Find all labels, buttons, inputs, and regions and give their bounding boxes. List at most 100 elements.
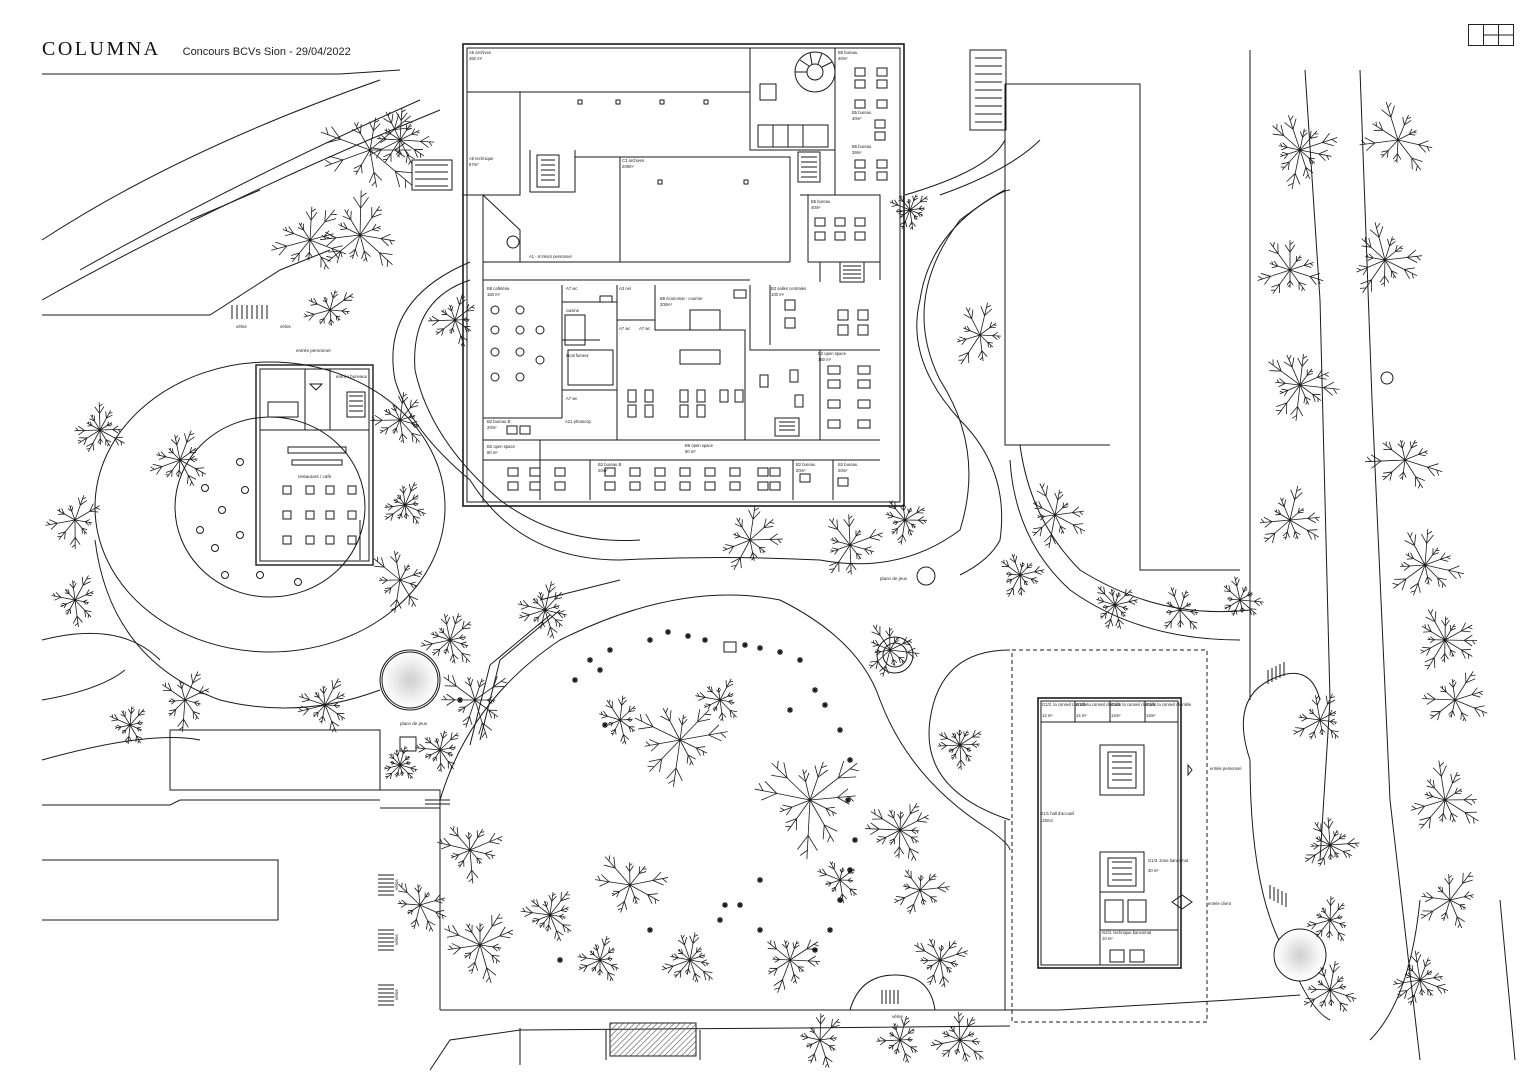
- tree-icon: [634, 707, 728, 787]
- room-b5c: B5 bureau: [852, 144, 872, 149]
- tree-icon: [368, 107, 435, 165]
- tree-icon: [754, 760, 859, 860]
- shrub-icon: [757, 927, 763, 933]
- desk: [507, 481, 519, 491]
- shrub-icon: [757, 645, 763, 651]
- landscape-paths: [41, 189, 1421, 1041]
- table: [325, 535, 335, 545]
- room-b2c: B2 open space: [487, 444, 516, 449]
- tree-icon: [161, 671, 210, 732]
- table: [515, 347, 525, 357]
- desk: [857, 324, 869, 336]
- svg-text:150 m²: 150 m²: [487, 292, 501, 297]
- tree-icon: [817, 861, 857, 904]
- restaurant-pavilion: [255, 364, 374, 566]
- tree-icon: [517, 581, 568, 639]
- tree-icon: [1293, 693, 1339, 740]
- client-building: [1011, 649, 1208, 1023]
- shrub-icon: [837, 897, 843, 903]
- desk: [654, 481, 666, 491]
- desk: [837, 309, 849, 321]
- shrub-icon: [847, 867, 853, 873]
- table: [535, 325, 545, 335]
- shrub-icon: [665, 629, 671, 635]
- svg-text:120m2: 120m2: [1040, 818, 1053, 823]
- desk: [679, 467, 691, 477]
- tree-icon: [894, 869, 950, 915]
- room-b3: B3 salles centrales: [771, 286, 806, 291]
- desk: [857, 309, 869, 321]
- svg-text:80 m²: 80 m²: [685, 449, 696, 454]
- shrub-icon: [597, 667, 603, 673]
- desk: [834, 217, 846, 227]
- shrub-icon: [457, 697, 463, 703]
- table: [535, 355, 545, 365]
- desk: [799, 473, 811, 483]
- room-a1: A1 - 6 trésor personnel: [529, 254, 572, 259]
- tree-icon: [320, 114, 413, 189]
- desk: [784, 317, 796, 329]
- desk: [876, 79, 888, 89]
- table: [196, 526, 204, 534]
- desk: [876, 171, 888, 181]
- tree-icon: [599, 695, 636, 745]
- table: [347, 485, 357, 495]
- shrub-icon: [812, 687, 818, 693]
- shrub-icon: [685, 633, 691, 639]
- tree-icon: [415, 730, 459, 773]
- label-place-jeux-1: place de jeux: [880, 576, 908, 581]
- svg-text:40m²: 40m²: [811, 205, 821, 210]
- desk: [837, 477, 849, 487]
- room-b5d: B5 bureau: [811, 199, 831, 204]
- tree-icon: [441, 674, 507, 739]
- client-entree-personnel: entrée personnel: [1210, 766, 1241, 771]
- tree-icon: [373, 550, 423, 613]
- room-labels: A5 archives 482 m² B5 bureau 40m² B5 bur…: [469, 50, 872, 473]
- tree-icon: [370, 392, 421, 444]
- shrub-icon: [777, 649, 783, 655]
- room-b2f: B2 bureau: [838, 462, 858, 467]
- desk: [857, 365, 871, 375]
- svg-text:40m²: 40m²: [852, 116, 862, 121]
- desk: [834, 231, 846, 241]
- tree-icon: [1032, 483, 1086, 549]
- room-b6: B6 cafétéria: [487, 286, 510, 291]
- table: [490, 305, 500, 315]
- desk: [857, 419, 871, 429]
- room-c3: C3 archives: [622, 158, 644, 163]
- room-b2a: B2 open space: [818, 351, 847, 356]
- main-building: [462, 43, 905, 507]
- label-velos-5: vélos: [394, 934, 399, 945]
- label-velos-1: vélos: [236, 324, 247, 329]
- tree-icon: [800, 1013, 841, 1068]
- desk: [757, 481, 769, 491]
- svg-text:482 m²: 482 m²: [469, 56, 483, 61]
- tree-icon: [74, 402, 125, 452]
- tree-icon: [437, 826, 503, 884]
- tree-icon: [303, 290, 354, 326]
- site-boundary: [42, 50, 1516, 1071]
- shrub-icon: [822, 702, 828, 708]
- tree-icon: [956, 302, 1001, 365]
- label-entree-personnel: entrée personnel: [296, 348, 330, 353]
- tree-icon: [1303, 961, 1357, 1013]
- tree-icon: [1272, 115, 1338, 190]
- desk: [854, 159, 866, 169]
- shrub-icon: [812, 947, 818, 953]
- tree-icon: [384, 745, 418, 780]
- client-room-4: G1/2. la conseil clientèle: [1146, 702, 1192, 707]
- tree-icon: [1259, 485, 1320, 543]
- desk: [554, 481, 566, 491]
- tree-icon: [428, 294, 475, 347]
- desk: [627, 389, 637, 403]
- room-a7a: A7 wc: [566, 286, 577, 291]
- desk: [794, 394, 804, 408]
- desk: [874, 131, 886, 141]
- shrub-icon: [717, 917, 723, 923]
- south-steps: [519, 1028, 701, 1065]
- tree-icon: [444, 913, 514, 984]
- tree-icon: [1392, 528, 1465, 596]
- tree-icon: [868, 624, 920, 677]
- tree-icon: [1410, 760, 1479, 829]
- table: [282, 485, 292, 495]
